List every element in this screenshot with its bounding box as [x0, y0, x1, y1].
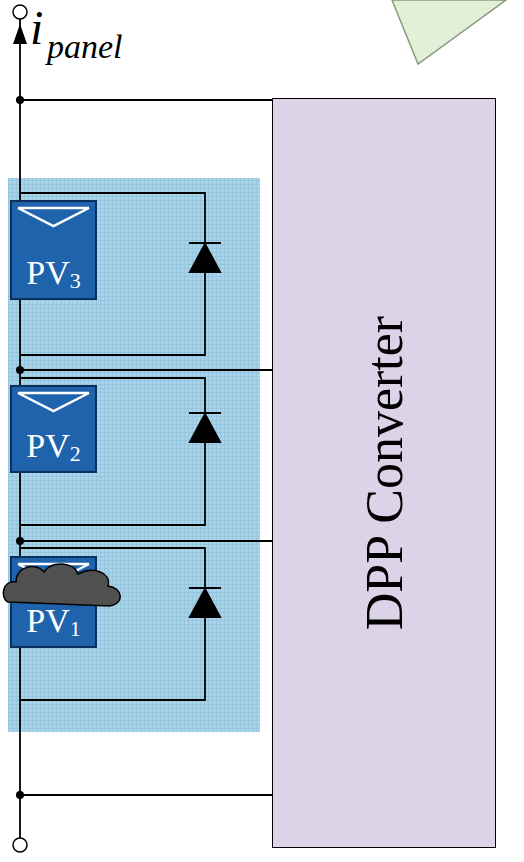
module-index: 2 [70, 441, 81, 466]
module-name: PV [26, 254, 69, 291]
module-region [8, 178, 260, 732]
pv-module: PV1 [10, 556, 97, 648]
current-arrow [13, 24, 27, 44]
pv-module: PV2 [10, 385, 97, 473]
current-subscript: panel [47, 30, 123, 64]
converter-box: DPP Converter [272, 98, 496, 848]
bypass-diodes [189, 243, 221, 617]
terminal [13, 5, 27, 19]
panel-symbol [18, 208, 89, 226]
converter-label: DPP Converter [355, 316, 414, 630]
wires [20, 19, 272, 838]
module-name: PV [26, 602, 69, 639]
terminal [13, 838, 27, 852]
module-label: PV3 [12, 254, 95, 294]
current-symbol: i [30, 4, 43, 52]
module-label: PV1 [12, 602, 95, 642]
shade-cloud [3, 564, 120, 606]
panel-symbol [18, 393, 89, 411]
module-index: 3 [70, 268, 81, 293]
pv-module: PV3 [10, 200, 97, 300]
module-index: 1 [70, 616, 81, 641]
module-name: PV [26, 427, 69, 464]
module-label: PV2 [12, 427, 95, 467]
callout-bubble [392, 0, 506, 64]
